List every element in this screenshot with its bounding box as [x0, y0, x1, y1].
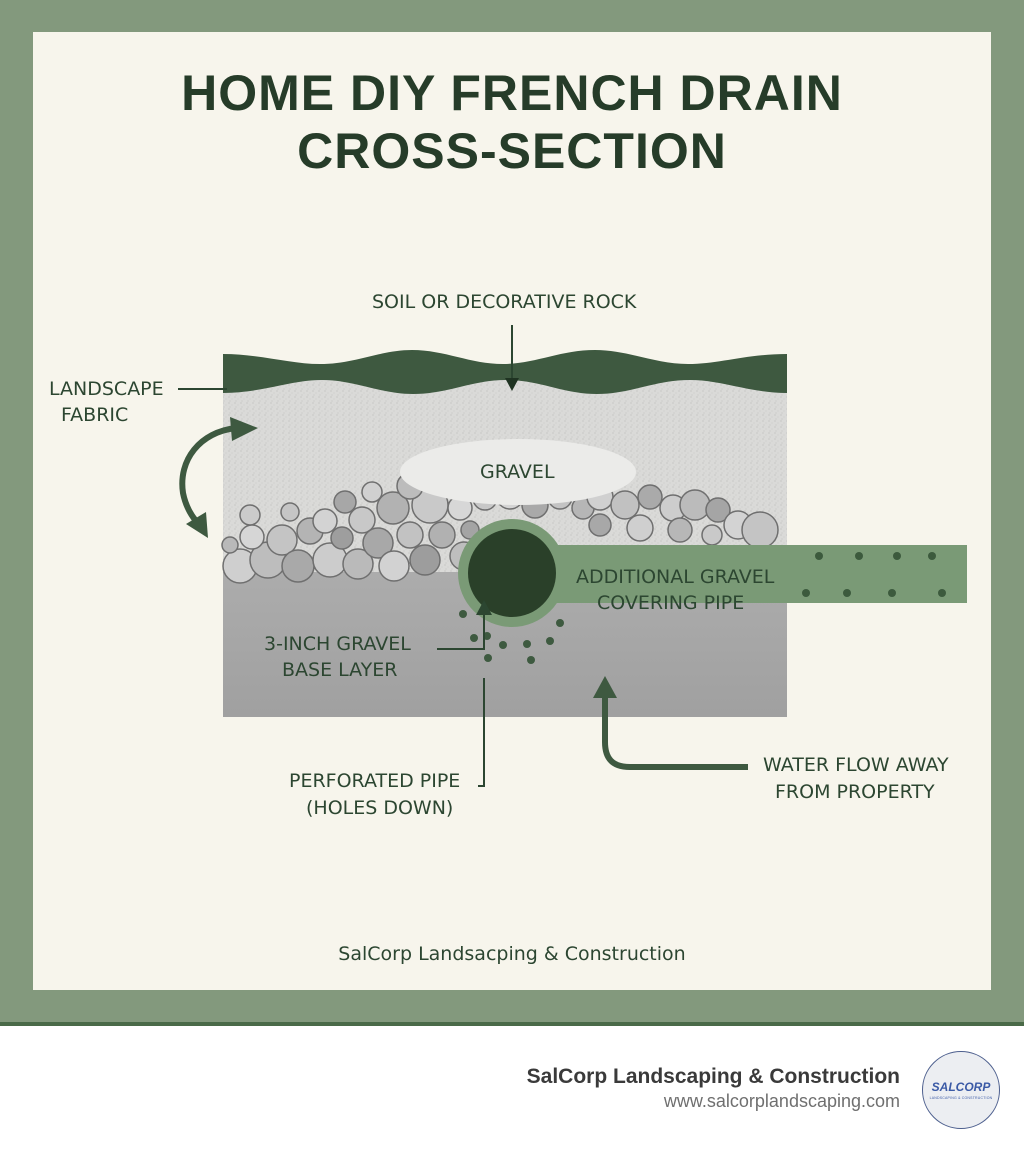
- soil-arrowhead: [505, 378, 519, 391]
- perforated-pipe: [468, 529, 556, 617]
- label-base-layer-1: 3-INCH GRAVEL: [264, 633, 411, 655]
- logo-text: SALCORP: [931, 1080, 991, 1094]
- panel-credit: SalCorp Landsacping & Construction: [338, 943, 686, 965]
- fabric-curved-arrow: [179, 425, 237, 526]
- brand-company-name: SalCorp Landscaping & Construction: [526, 1065, 900, 1088]
- label-fabric-2: FABRIC: [61, 404, 129, 426]
- pipe-leader: [478, 678, 485, 787]
- frame-divider: [0, 1022, 1024, 1026]
- base-arrowhead: [476, 600, 492, 615]
- band-perforations: [802, 552, 946, 597]
- brand-url-link[interactable]: www.salcorplandscaping.com: [663, 1091, 900, 1111]
- logo-subtext: LANDSCAPING & CONSTRUCTION: [929, 1096, 993, 1100]
- arrowhead-right: [230, 417, 258, 441]
- title-line-2: CROSS-SECTION: [297, 123, 727, 179]
- label-pipe-1: PERFORATED PIPE: [289, 770, 461, 792]
- water-flow-arrow: [602, 695, 748, 770]
- water-flow-arrowhead: [593, 676, 617, 698]
- label-fabric-1: LANDSCAPE: [49, 378, 164, 400]
- company-logo: SALCORP LANDSCAPING & CONSTRUCTION: [922, 1051, 1000, 1129]
- brand-block: SalCorp Landscaping & Construction www.s…: [527, 1064, 900, 1112]
- title-line-1: HOME DIY FRENCH DRAIN: [181, 65, 843, 121]
- label-base-layer-2: BASE LAYER: [282, 659, 398, 681]
- label-pipe-2: (HOLES DOWN): [306, 797, 454, 819]
- label-gravel: GRAVEL: [480, 461, 555, 483]
- label-water-flow-1: WATER FLOW AWAY: [763, 754, 949, 776]
- label-additional-gravel-1: ADDITIONAL GRAVEL: [576, 566, 775, 588]
- label-soil: SOIL OR DECORATIVE ROCK: [372, 291, 637, 313]
- base-layer-leader: [437, 614, 485, 650]
- gravel-label-ellipse: [400, 439, 636, 505]
- label-additional-gravel-2: COVERING PIPE: [597, 592, 745, 614]
- soil-layer: [223, 350, 787, 394]
- page-title: HOME DIY FRENCH DRAIN CROSS-SECTION: [0, 64, 1024, 180]
- label-water-flow-2: FROM PROPERTY: [775, 781, 935, 803]
- cross-section-diagram: [178, 325, 967, 787]
- arrowhead-down: [186, 512, 208, 538]
